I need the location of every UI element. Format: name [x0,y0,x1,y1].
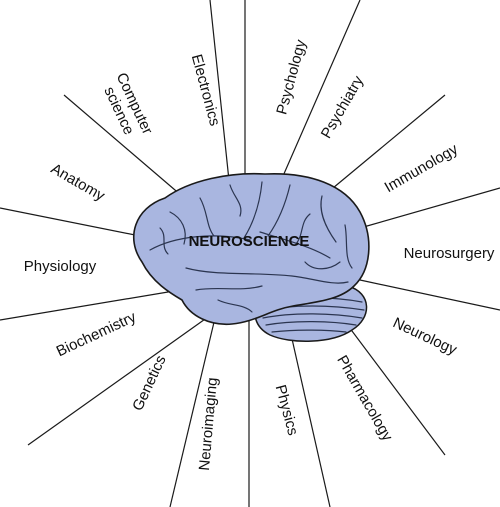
center-label: NEUROSCIENCE [189,233,310,250]
field-label-line: Psychology [273,37,309,116]
field-label-line: Pharmacology [333,352,396,444]
spoke-neurosurgery [359,187,500,229]
spoke-biochemistry [27,311,216,446]
field-label-anatomy: Anatomy [48,160,108,205]
field-label-immunology: Immunology [382,140,462,196]
field-label-line: Electronics [188,52,223,127]
brain-folds [149,181,353,313]
spoke-pharmacology [339,314,446,456]
spoke-anatomy [0,207,151,239]
field-label-electronics: Electronics [188,52,223,127]
brain-illustration: NEUROSCIENCE [133,172,370,342]
spoke-neurology [359,279,500,311]
field-label-line: Physics [272,383,302,437]
field-label-line: Physiology [24,258,97,275]
spoke-psychiatry [282,0,361,177]
field-label-psychiatry: Psychiatry [318,73,368,142]
field-label-line: Genetics [129,353,169,414]
field-label-neurosurgery: Neurosurgery [404,245,495,262]
spoke-immunology [332,94,446,189]
cerebrum [133,172,370,325]
spoke-electronics [209,0,231,191]
field-label-physics: Physics [272,383,302,437]
field-label-line: Psychiatry [318,73,368,142]
spoke-physiology [0,289,181,321]
spoke-physics [289,329,331,507]
field-label-pharmacology: Pharmacology [333,352,396,444]
field-label-line: Neurology [390,314,460,359]
field-label-psychology: Psychology [273,37,309,116]
field-label-physiology: Physiology [24,258,97,275]
spoke-computer-science [63,94,183,197]
field-label-line: Neurosurgery [404,245,495,262]
field-label-line: Biochemistry [54,308,139,360]
field-label-neuroimaging: Neuroimaging [196,377,221,472]
field-label-neurology: Neurology [390,314,460,359]
field-label-biochemistry: Biochemistry [54,308,139,360]
field-label-line: Immunology [382,140,462,196]
spoke-genetics [169,317,216,507]
field-label-line: Neuroimaging [196,377,221,472]
field-label-line: Anatomy [48,160,108,205]
field-label-genetics: Genetics [129,353,169,414]
field-label-computer-science: Computerscience [97,70,156,144]
